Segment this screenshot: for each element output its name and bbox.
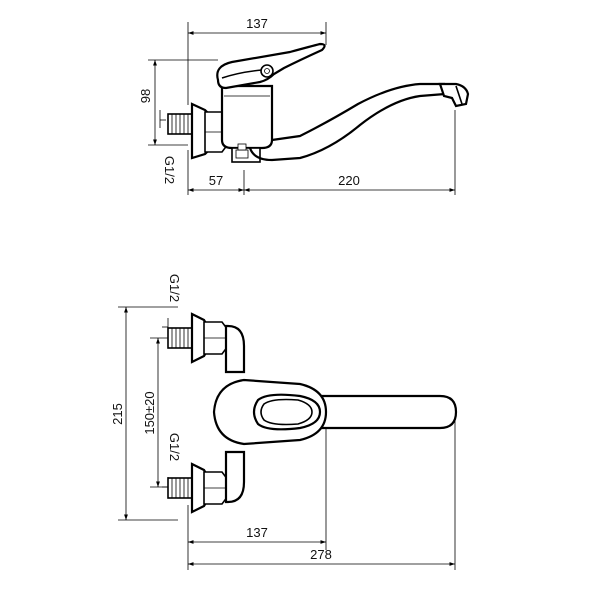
threaded-connector-lower xyxy=(167,462,229,514)
dim-137-top-view: 137 xyxy=(246,525,268,540)
dim-278: 278 xyxy=(310,547,332,562)
dim-g12-top: G1/2 xyxy=(167,274,182,302)
dim-220: 220 xyxy=(338,173,360,188)
dim-150-20: 150±20 xyxy=(142,391,157,434)
top-view: 215 150±20 G1/2 G1/2 137 278 xyxy=(110,274,458,570)
dim-137-side: 137 xyxy=(246,16,268,31)
dim-215: 215 xyxy=(110,403,125,425)
dim-g12-side: G1/2 xyxy=(162,156,177,184)
threaded-connector-upper xyxy=(167,312,229,364)
dim-g12-bottom: G1/2 xyxy=(167,433,182,461)
threaded-connector-side xyxy=(167,113,193,135)
dim-57: 57 xyxy=(209,173,223,188)
side-view: 137 98 G1/2 57 220 xyxy=(138,16,470,195)
dim-98: 98 xyxy=(138,89,153,103)
